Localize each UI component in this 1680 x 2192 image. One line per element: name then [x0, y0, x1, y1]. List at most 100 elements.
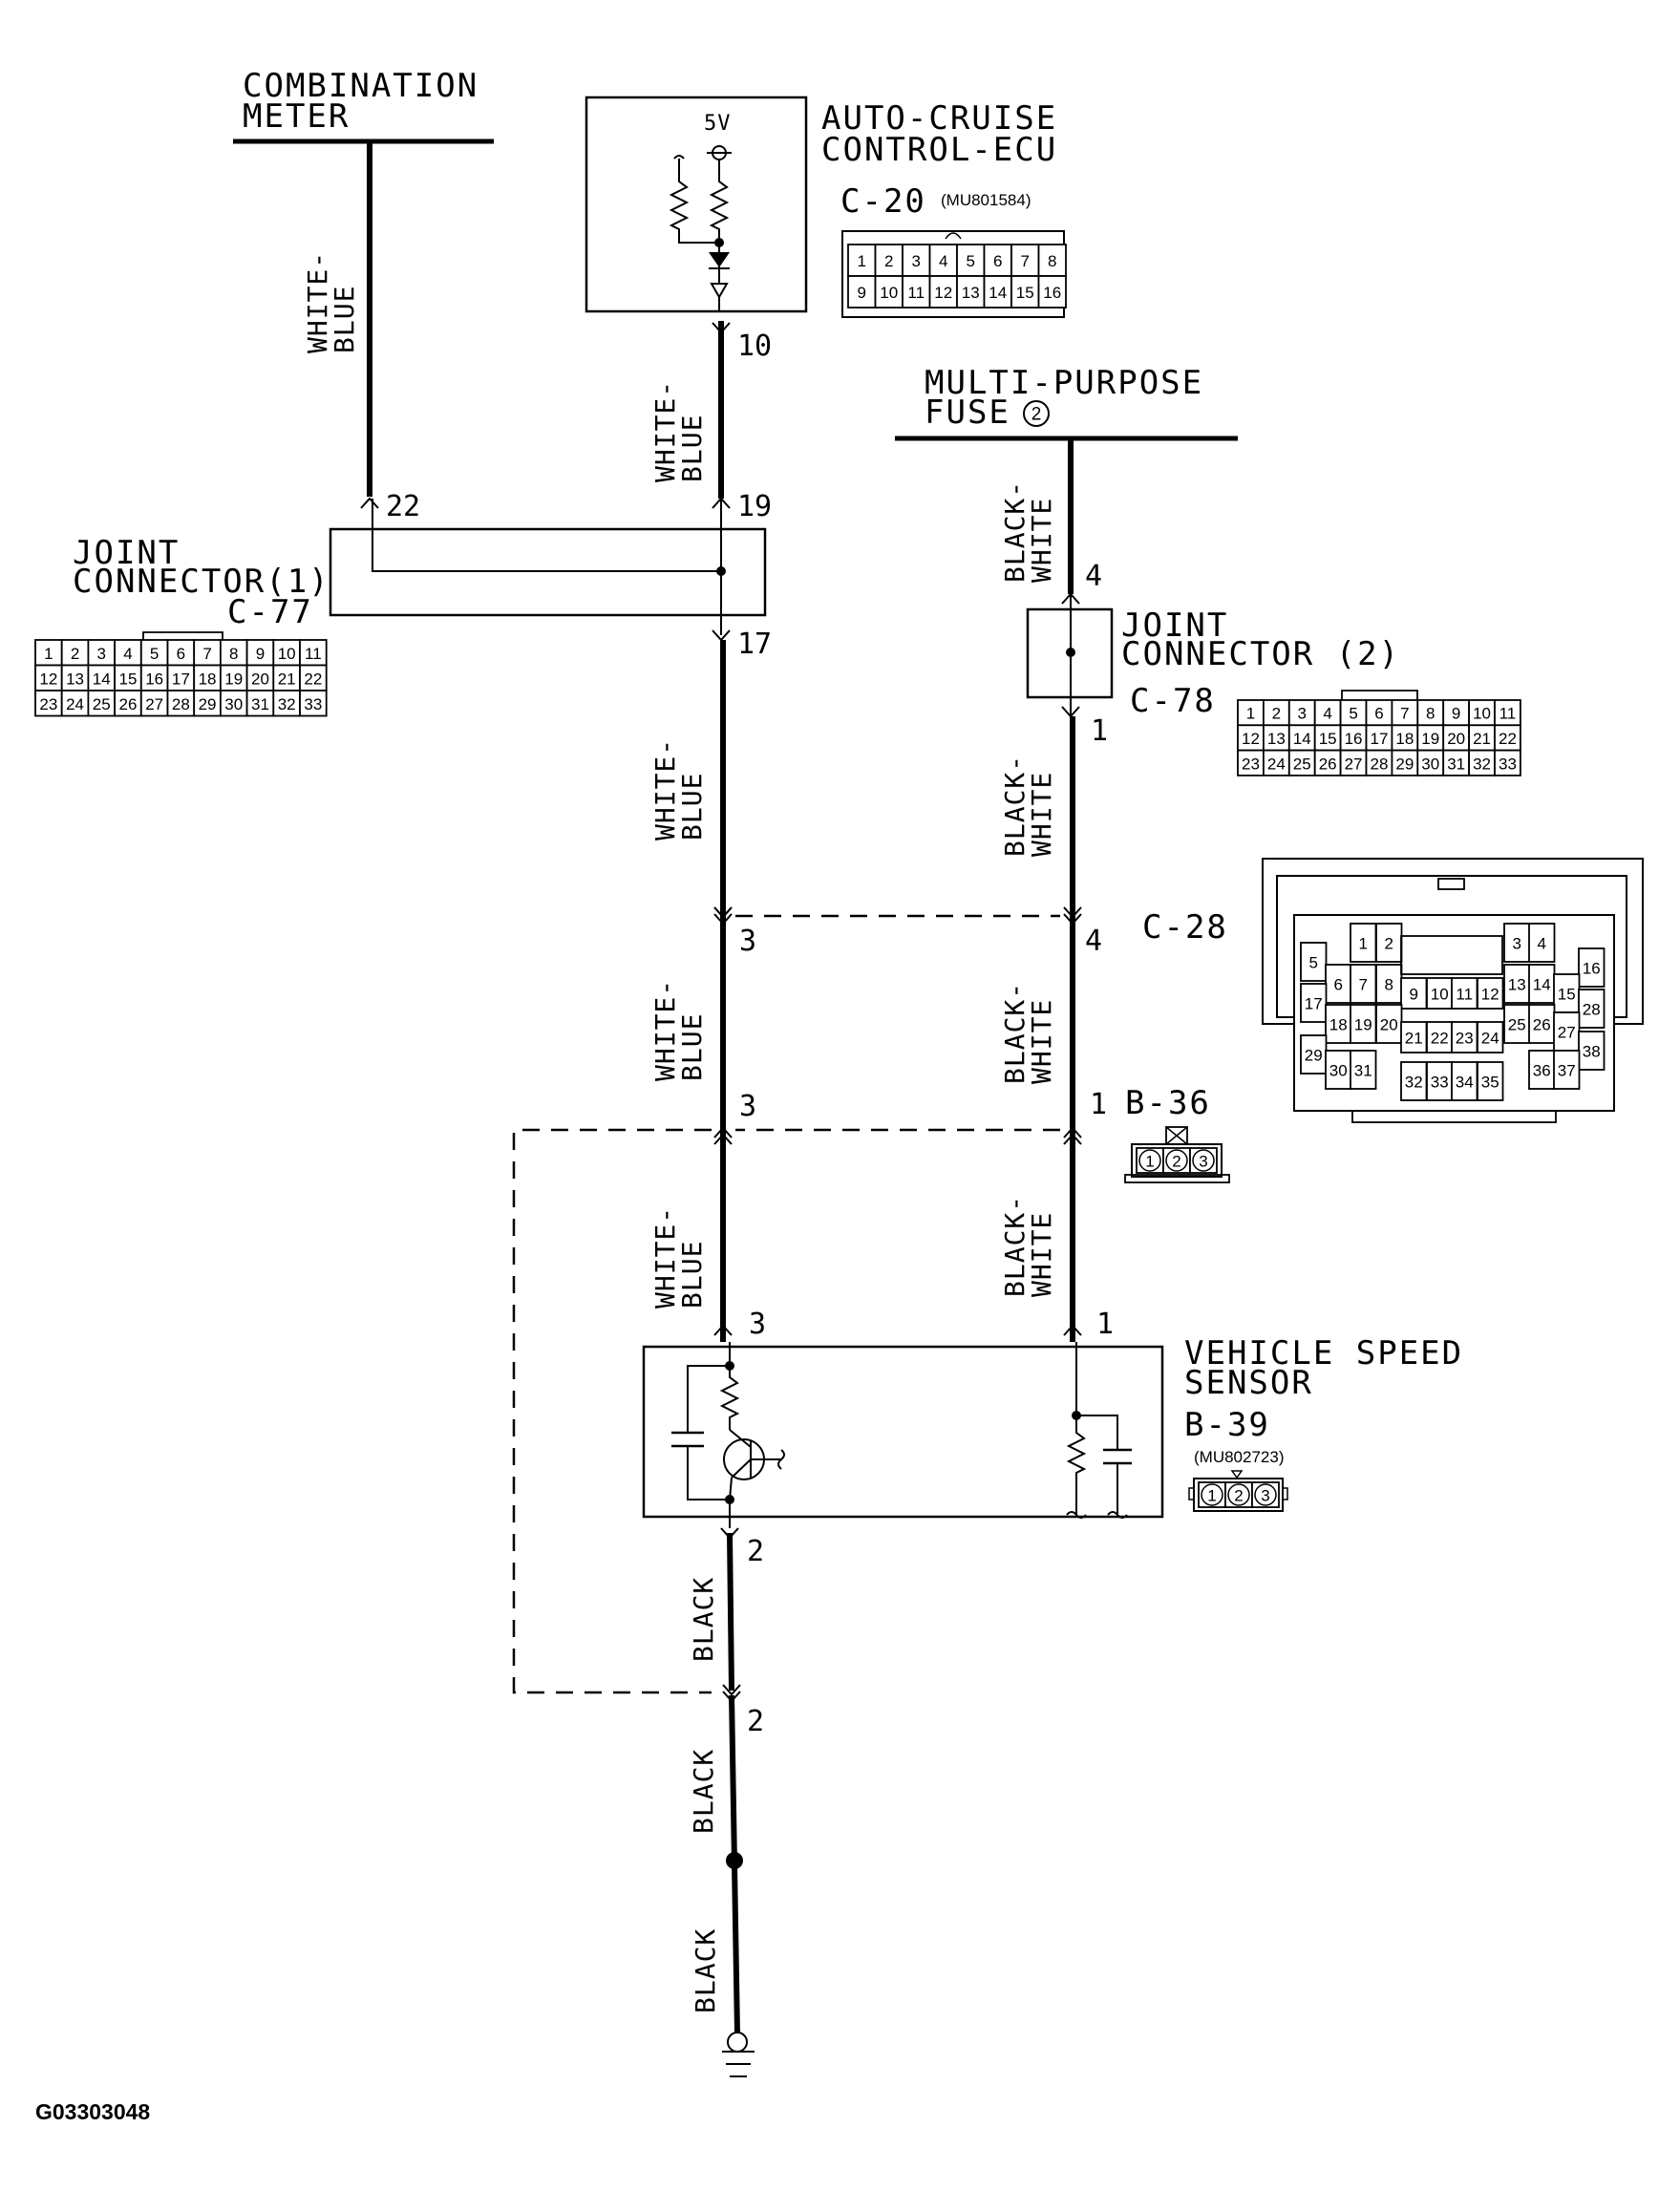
- connector-pin-cell: [193, 690, 222, 717]
- connector-pin-number: 32: [1473, 755, 1491, 773]
- combination-meter-label-1: COMBINATION: [243, 67, 478, 105]
- connector-pin-number: 30: [224, 695, 243, 713]
- connector-pin-number: 1: [858, 252, 866, 270]
- wire-label-black-white-1: BLACK- WHITE: [999, 480, 1057, 583]
- connector-pin-number: 27: [1345, 755, 1363, 773]
- connector-pin-cell: [902, 244, 931, 277]
- connector-pin-cell: [114, 690, 142, 717]
- connector-pin-number: 28: [172, 695, 190, 713]
- connector-pin-cell: [1237, 724, 1265, 752]
- connector-pin-cell: [245, 664, 275, 692]
- pin-jc2-1: 1: [1091, 714, 1108, 748]
- connector-pin-cell: [1251, 1481, 1280, 1508]
- connector-pin-number: 12: [39, 670, 57, 688]
- multi-purpose-fuse: MULTI-PURPOSE FUSE 2: [895, 364, 1238, 441]
- connector-pin-cell: [1375, 964, 1403, 1004]
- pin-b36-3: 3: [739, 1090, 756, 1123]
- pin-jc2-4: 4: [1085, 560, 1102, 593]
- connector-pin-number: 32: [278, 695, 296, 713]
- svg-text:BLUE: BLUE: [676, 1013, 708, 1081]
- connector-pin-number: 31: [1354, 1062, 1372, 1080]
- svg-text:BLACK-: BLACK-: [999, 755, 1031, 857]
- connector-pin-number: 32: [1405, 1074, 1423, 1092]
- connector-pin-number: 2: [1234, 1487, 1243, 1505]
- connector-pin-cell: [87, 664, 117, 692]
- connector-pin-cell: [1451, 977, 1478, 1010]
- connector-pin-number: 1: [1359, 935, 1368, 953]
- connector-pin-cell: [874, 244, 904, 277]
- connector-pin-cell: [1136, 1147, 1164, 1174]
- connector-pin-cell: [1553, 1011, 1581, 1052]
- connector-pin-cell: [1400, 1061, 1428, 1101]
- connector-pin-number: 22: [304, 670, 322, 688]
- wire-label-black-2: BLACK: [688, 1749, 719, 1834]
- connector-pin-number: 21: [1405, 1030, 1423, 1048]
- connector-pin-number: 12: [1481, 986, 1499, 1004]
- connector-pin-number: 11: [1499, 705, 1517, 723]
- pin-vss-3: 3: [749, 1308, 766, 1341]
- vehicle-speed-sensor: 3 1 VEHICLE SPEED SENSOR B-39 (MU802723): [642, 1308, 1461, 1528]
- connector-pin-number: 18: [1395, 730, 1414, 748]
- jc2-label-1: JOINT: [1121, 607, 1228, 645]
- connector-pin-number: 22: [1431, 1030, 1449, 1048]
- connector-arrow: [712, 322, 731, 334]
- connector-pin-number: 25: [1508, 1016, 1526, 1034]
- combination-meter: COMBINATION METER: [233, 67, 494, 144]
- connector-pin-number: 14: [1533, 976, 1551, 994]
- connector-pin-number: 8: [1426, 705, 1435, 723]
- splice-dot: [716, 566, 726, 576]
- connector-pin-number: 2: [1172, 1153, 1180, 1171]
- fuse-number-badge: [1023, 400, 1050, 427]
- connector-pin-number: 3: [1298, 705, 1307, 723]
- connector-pin-number: 4: [1323, 705, 1331, 723]
- ground-splice-dot: [726, 1852, 743, 1869]
- connector-pin-number: 30: [1421, 755, 1439, 773]
- connector-pin-number: 23: [39, 695, 57, 713]
- vss-connector-id: B-39: [1184, 1406, 1270, 1444]
- connector-pin-cell: [87, 690, 117, 717]
- svg-text:BLACK: BLACK: [688, 1577, 719, 1662]
- connector-pin-cell: [1400, 977, 1428, 1010]
- jc1-label-1: JOINT: [73, 534, 180, 572]
- connector-pin-number: 27: [145, 695, 163, 713]
- connector-pin-number: 11: [907, 284, 925, 302]
- svg-text:BLACK: BLACK: [690, 1928, 721, 2013]
- connector-pin-number: 5: [1349, 705, 1357, 723]
- connector-pin-number: 15: [118, 670, 137, 688]
- wire-label-black-3: BLACK: [690, 1928, 721, 2013]
- ecu-connector-id: C-20: [840, 182, 926, 221]
- svg-text:WHITE-: WHITE-: [649, 1206, 681, 1309]
- connector-pin-cell: [1477, 1061, 1504, 1101]
- connector-pin-number: 20: [251, 670, 269, 688]
- connector-pin-number: 6: [177, 645, 185, 663]
- ecu-resistor-icon: [709, 160, 730, 243]
- connector-pin-number: 13: [66, 670, 84, 688]
- wire-black-1: [727, 1532, 734, 1692]
- connector-pin-cell: [272, 690, 301, 717]
- connector-pin-cell: [1426, 1061, 1454, 1101]
- connector-pin-number: 14: [989, 284, 1007, 302]
- connector-pin-number: 3: [912, 252, 921, 270]
- fuse-number: 2: [1031, 405, 1042, 425]
- connector-pin-number: 23: [1242, 755, 1260, 773]
- connector-pin-number: 17: [172, 670, 190, 688]
- svg-text:BLACK: BLACK: [688, 1749, 719, 1834]
- wire-label-white-blue-5: WHITE- BLUE: [649, 1206, 708, 1309]
- connector-pin-number: 29: [1395, 755, 1414, 773]
- wire-label-white-blue-2: WHITE- BLUE: [649, 380, 708, 482]
- svg-text:BLUE: BLUE: [329, 286, 360, 353]
- connector-pin-number: 7: [1021, 252, 1030, 270]
- connector-pin-number: 26: [1533, 1016, 1551, 1034]
- wire-label-black-white-2: BLACK- WHITE: [999, 755, 1057, 857]
- svg-text:BLUE: BLUE: [676, 415, 708, 482]
- connector-pin-cell: [139, 664, 169, 692]
- connector-pin-cell: [299, 690, 328, 717]
- connector-pin-number: 3: [1513, 935, 1521, 953]
- wire-label-black-white-4: BLACK- WHITE: [999, 1195, 1057, 1297]
- wire-label-black-1: BLACK: [688, 1577, 719, 1662]
